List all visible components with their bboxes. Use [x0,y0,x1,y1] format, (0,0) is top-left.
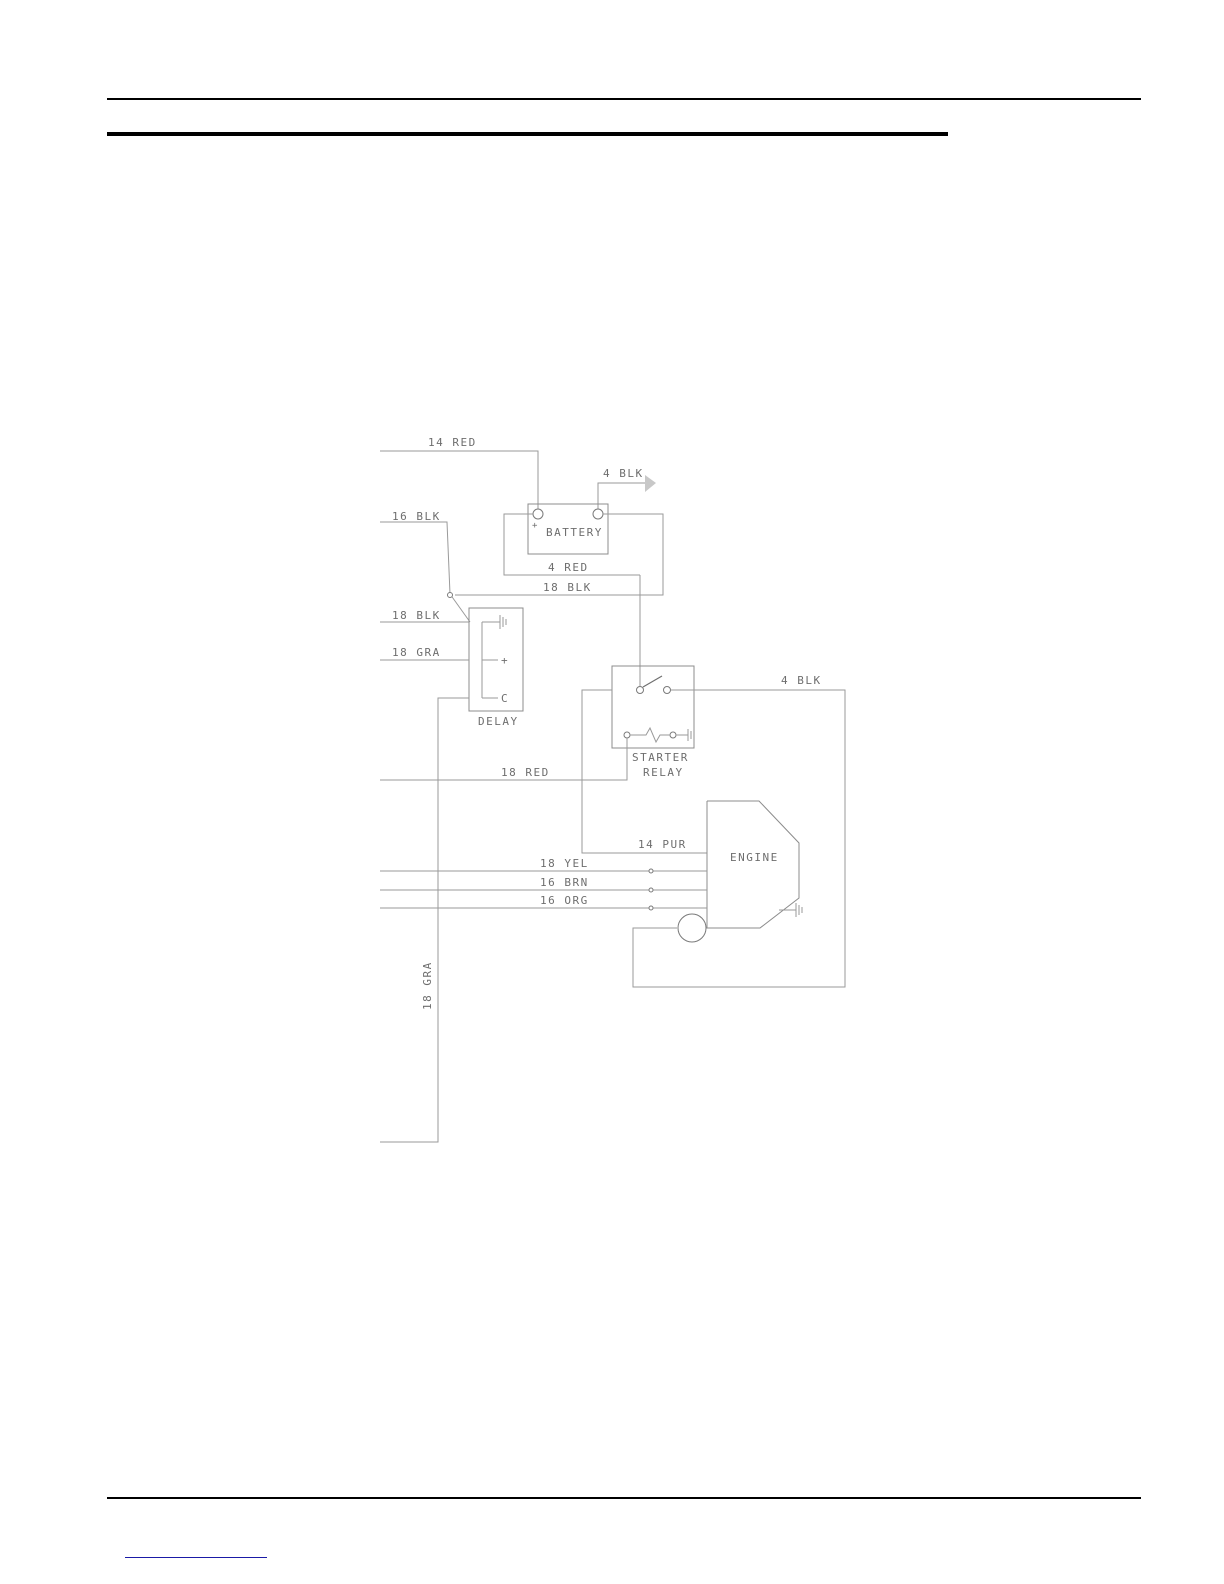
switch-contact-icon [448,593,453,598]
battery-positive-terminal-icon [533,509,543,519]
delay-plus-label: + [501,654,509,667]
wire-14-pur-label: 14 PUR [638,838,687,851]
engine-harness: 18 YEL 16 BRN 16 ORG [380,857,707,910]
wire-4-blk-ground: 4 BLK [598,467,656,514]
ground-arrow-icon [645,475,656,492]
wire-14-red: 14 RED [380,436,538,514]
wire-18-gra-vertical-label: 18 GRA [421,961,434,1010]
wire-18-gra-left-label: 18 GRA [392,646,441,659]
starter-motor-icon [678,914,706,942]
relay-coil-icon [630,728,670,742]
wire-18-gra-vertical: 18 GRA [380,698,469,1142]
battery-negative-terminal-icon [593,509,603,519]
connector-icon [649,906,653,910]
starter-label: STARTER [632,751,689,764]
relay-coil-terminal-icon [670,732,676,738]
battery-wiring: 4 RED 18 BLK [455,514,663,688]
engine-label: ENGINE [730,851,779,864]
delay-label: DELAY [478,715,519,728]
relay-contact-icon [637,687,644,694]
wire-4-blk-top-label: 4 BLK [603,467,644,480]
battery: + BATTERY [528,504,608,554]
wire-14-red-label: 14 RED [428,436,477,449]
wire-18-blk-right-label: 18 BLK [543,581,592,594]
wire-16-blk-label: 16 BLK [392,510,441,523]
battery-plus-label: + [532,521,539,531]
wire-16-blk: 16 BLK [380,510,470,622]
wire-18-red-label: 18 RED [501,766,550,779]
wire-16-brn-label: 16 BRN [540,876,589,889]
wire-4-blk-right-label: 4 BLK [781,674,822,687]
starter-relay: STARTER RELAY 4 BLK [612,666,845,987]
connector-icon [649,888,653,892]
battery-label: BATTERY [546,526,603,539]
delay-module: + C DELAY 18 BLK 18 GRA [380,608,523,728]
relay-coil-terminal-icon [624,732,630,738]
connector-icon [649,869,653,873]
delay-c-label: C [501,692,509,705]
wire-16-org-label: 16 ORG [540,894,589,907]
ground-icon [500,615,506,629]
wire-18-red: 18 RED [380,738,627,780]
wire-18-blk-left-label: 18 BLK [392,609,441,622]
relay-contact-icon [664,687,671,694]
wire-18-yel-label: 18 YEL [540,857,589,870]
wire-4-red-label: 4 RED [548,561,589,574]
relay-label: RELAY [643,766,684,779]
